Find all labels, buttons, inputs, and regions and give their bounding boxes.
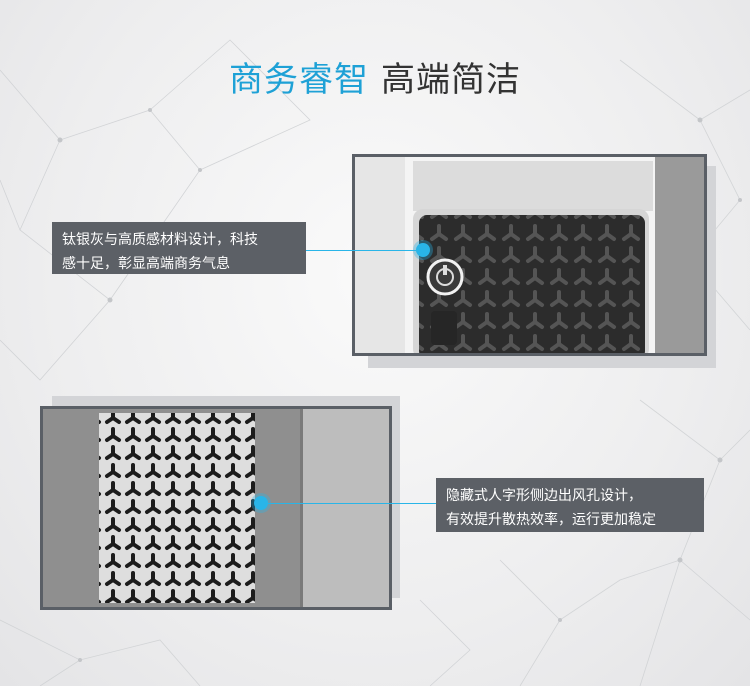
title-accent: 商务睿智 (229, 60, 369, 100)
power-button-icon (426, 258, 464, 296)
product-front-photo (352, 154, 707, 356)
title-rest: 高端简洁 (381, 60, 521, 100)
callout-vent-connector (268, 503, 436, 504)
callout-vent-line1: 隐藏式人字形侧边出风孔设计， (446, 488, 642, 504)
page-title: 商务睿智高端简洁 (0, 52, 750, 101)
callout-materials-line2: 感十足，彰显高端商务气息 (62, 256, 230, 272)
callout-vent: 隐藏式人字形侧边出风孔设计， 有效提升散热效率，运行更加稳定 (436, 478, 704, 532)
front-panel-illustration (355, 157, 704, 353)
product-side-vent-photo (40, 406, 392, 610)
callout-vent-marker (254, 496, 268, 510)
side-vent-illustration (43, 409, 389, 607)
callout-vent-line2: 有效提升散热效率，运行更加稳定 (446, 512, 656, 528)
callout-materials-line1: 钛银灰与高质感材料设计，科技 (62, 232, 258, 248)
callout-materials: 钛银灰与高质感材料设计，科技 感十足，彰显高端商务气息 (52, 222, 306, 274)
callout-materials-marker (416, 243, 430, 257)
callout-materials-connector (306, 250, 418, 251)
